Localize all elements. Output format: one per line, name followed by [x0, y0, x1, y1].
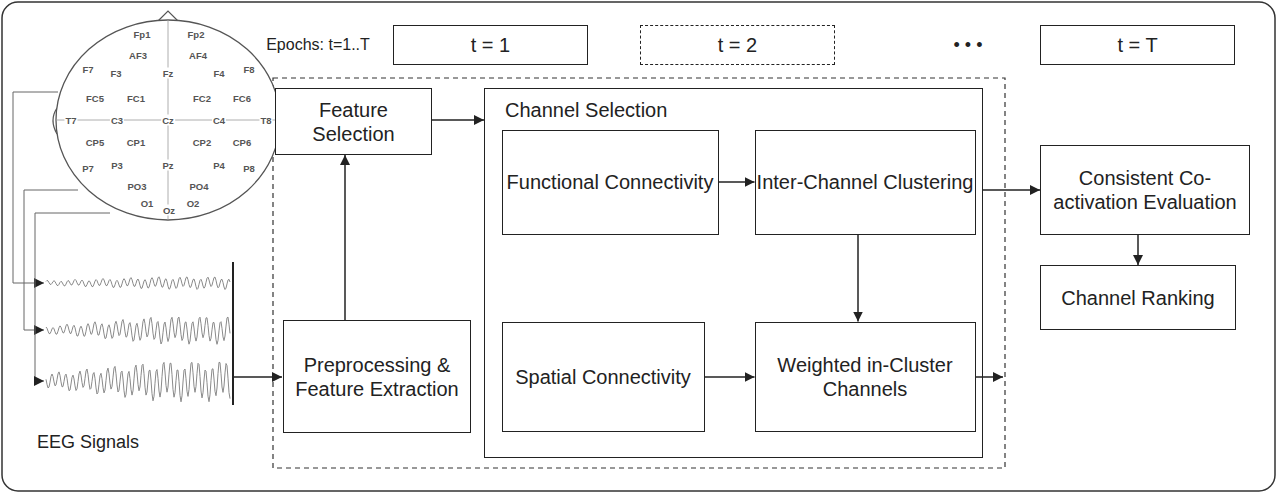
box-label: Preprocessing & Feature Extraction: [284, 353, 470, 401]
epoch-dashed-frame: [273, 78, 1005, 468]
process-box: Consistent Co-activation Evaluation: [1040, 145, 1250, 235]
diagram-label: • • •: [954, 35, 983, 56]
electrode-label: Oz: [162, 205, 176, 216]
box-label: Consistent Co-activation Evaluation: [1041, 166, 1249, 214]
electrode-label: CP1: [126, 137, 146, 148]
process-box: Spatial Connectivity: [502, 322, 705, 432]
lead-wire: [24, 190, 78, 330]
flow-arrow: [705, 376, 755, 378]
input-arrow: [234, 376, 282, 378]
electrode-label: CP5: [85, 137, 105, 148]
eeg-waveform: [46, 277, 230, 290]
process-box: Preprocessing & Feature Extraction: [283, 320, 471, 433]
box-label: Functional Connectivity: [507, 170, 714, 194]
electrode-label: Fz: [162, 68, 175, 79]
group-box: Channel SelectionFunctional Connectivity…: [484, 88, 983, 458]
electrode-label: P8: [242, 163, 256, 174]
electrode-label: O2: [186, 198, 201, 209]
head-outline: [56, 20, 280, 220]
electrode-label: O1: [140, 198, 155, 209]
electrode-label: PO3: [126, 181, 147, 192]
electrode-label: FC2: [192, 93, 212, 104]
electrode-label: AF3: [128, 50, 148, 61]
electrode-label: CP2: [192, 137, 212, 148]
diagram-label: EEG Signals: [37, 432, 139, 453]
electrode-label: FC6: [232, 93, 252, 104]
process-box: Inter-Channel Clustering: [755, 130, 976, 235]
electrode-label: Fp1: [133, 29, 152, 40]
electrode-label: Pz: [161, 160, 174, 171]
box-label: Inter-Channel Clustering: [757, 170, 974, 194]
electrode-label: F4: [212, 68, 225, 79]
box-label: Weighted in-Cluster Channels: [756, 353, 975, 401]
eeg-waveform: [46, 317, 230, 344]
epoch-box: t = T: [1040, 25, 1235, 65]
electrode-label: T7: [64, 115, 77, 126]
process-box: Feature Selection: [275, 88, 432, 155]
electrode-label: PO4: [188, 181, 209, 192]
box-label: t = 1: [471, 33, 510, 57]
electrode-label: AF4: [188, 50, 208, 61]
epoch-box: t = 1: [393, 25, 588, 65]
electrode-label: Cz: [161, 115, 175, 126]
epoch-box: t = 2: [640, 25, 835, 65]
box-label: t = 2: [718, 33, 757, 57]
electrode-label: P4: [212, 160, 226, 171]
electrode-label: CP6: [232, 137, 252, 148]
electrode-label: F7: [81, 64, 94, 75]
box-label: Feature Selection: [276, 98, 431, 146]
electrode-label: C3: [110, 115, 124, 126]
process-box: Functional Connectivity: [502, 130, 719, 235]
eeg-waveforms: [46, 277, 230, 402]
electrode-label: P3: [110, 160, 124, 171]
process-box: Channel Ranking: [1040, 265, 1236, 330]
eeg-waveform: [46, 362, 230, 402]
electrode-label: T8: [259, 115, 272, 126]
flow-arrow: [857, 235, 859, 322]
electrode-label: Fp2: [187, 29, 206, 40]
flow-arrow: [1137, 235, 1139, 265]
electrode-label: C4: [212, 115, 226, 126]
electrode-label: FC1: [126, 93, 146, 104]
flow-arrow: [344, 155, 346, 320]
flow-arrow: [432, 119, 484, 121]
flow-arrow: [719, 181, 755, 183]
diagram-label: Epochs: t=1..T: [266, 36, 370, 54]
process-box: Weighted in-Cluster Channels: [755, 322, 976, 432]
signal-bar: [232, 262, 234, 405]
lead-wire: [35, 213, 110, 381]
electrode-label: P7: [81, 163, 95, 174]
box-label: Spatial Connectivity: [515, 365, 691, 389]
electrode-label: FC5: [85, 93, 105, 104]
flow-arrow: [983, 189, 1040, 191]
electrode-label: F8: [242, 64, 255, 75]
group-heading: Channel Selection: [505, 98, 667, 122]
box-label: Channel Ranking: [1061, 286, 1214, 310]
box-label: t = T: [1117, 33, 1157, 57]
electrode-label: F3: [109, 68, 122, 79]
